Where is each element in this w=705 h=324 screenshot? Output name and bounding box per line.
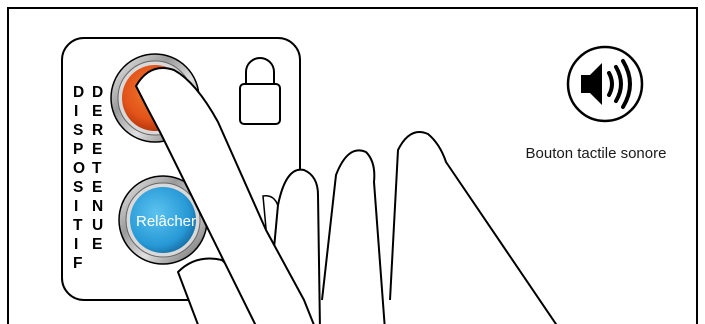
sound-caption: Bouton tactile sonore <box>526 145 667 162</box>
svg-text:O: O <box>73 160 85 177</box>
svg-text:T: T <box>92 160 102 177</box>
svg-text:U: U <box>92 217 103 234</box>
svg-text:F: F <box>73 255 82 272</box>
svg-text:R: R <box>92 122 103 139</box>
speaker-sound-icon <box>568 47 642 121</box>
svg-text:N: N <box>92 198 103 215</box>
release-button-label: Relâcher <box>136 213 196 230</box>
svg-text:E: E <box>92 179 102 196</box>
svg-text:E: E <box>92 141 102 158</box>
svg-text:I: I <box>74 103 78 120</box>
svg-text:I: I <box>74 236 78 253</box>
svg-text:E: E <box>92 103 102 120</box>
svg-text:T: T <box>73 217 83 234</box>
svg-text:E: E <box>92 236 102 253</box>
svg-text:S: S <box>73 122 83 139</box>
svg-text:D: D <box>92 84 103 101</box>
svg-text:I: I <box>74 198 78 215</box>
svg-text:P: P <box>73 141 83 158</box>
svg-text:S: S <box>73 179 83 196</box>
svg-text:D: D <box>73 84 84 101</box>
